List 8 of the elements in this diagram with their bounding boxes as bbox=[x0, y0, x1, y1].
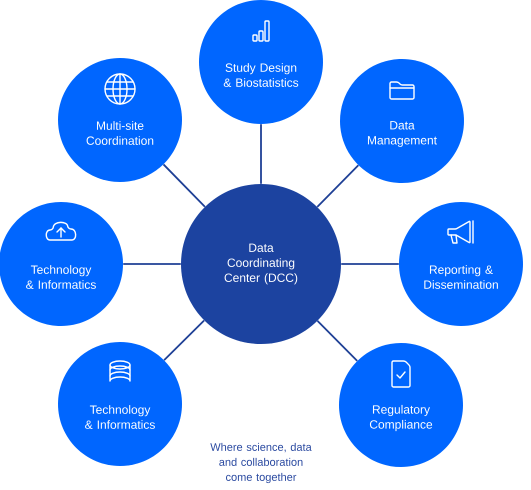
tagline-text: Where science, data and collaboration come together bbox=[210, 442, 312, 484]
connector-line bbox=[123, 263, 181, 265]
connector-line bbox=[260, 124, 262, 184]
connector-line bbox=[316, 164, 359, 208]
connector-line bbox=[341, 263, 399, 265]
connector-line bbox=[164, 320, 205, 361]
connector-line bbox=[316, 320, 358, 362]
connector-line bbox=[162, 164, 206, 208]
